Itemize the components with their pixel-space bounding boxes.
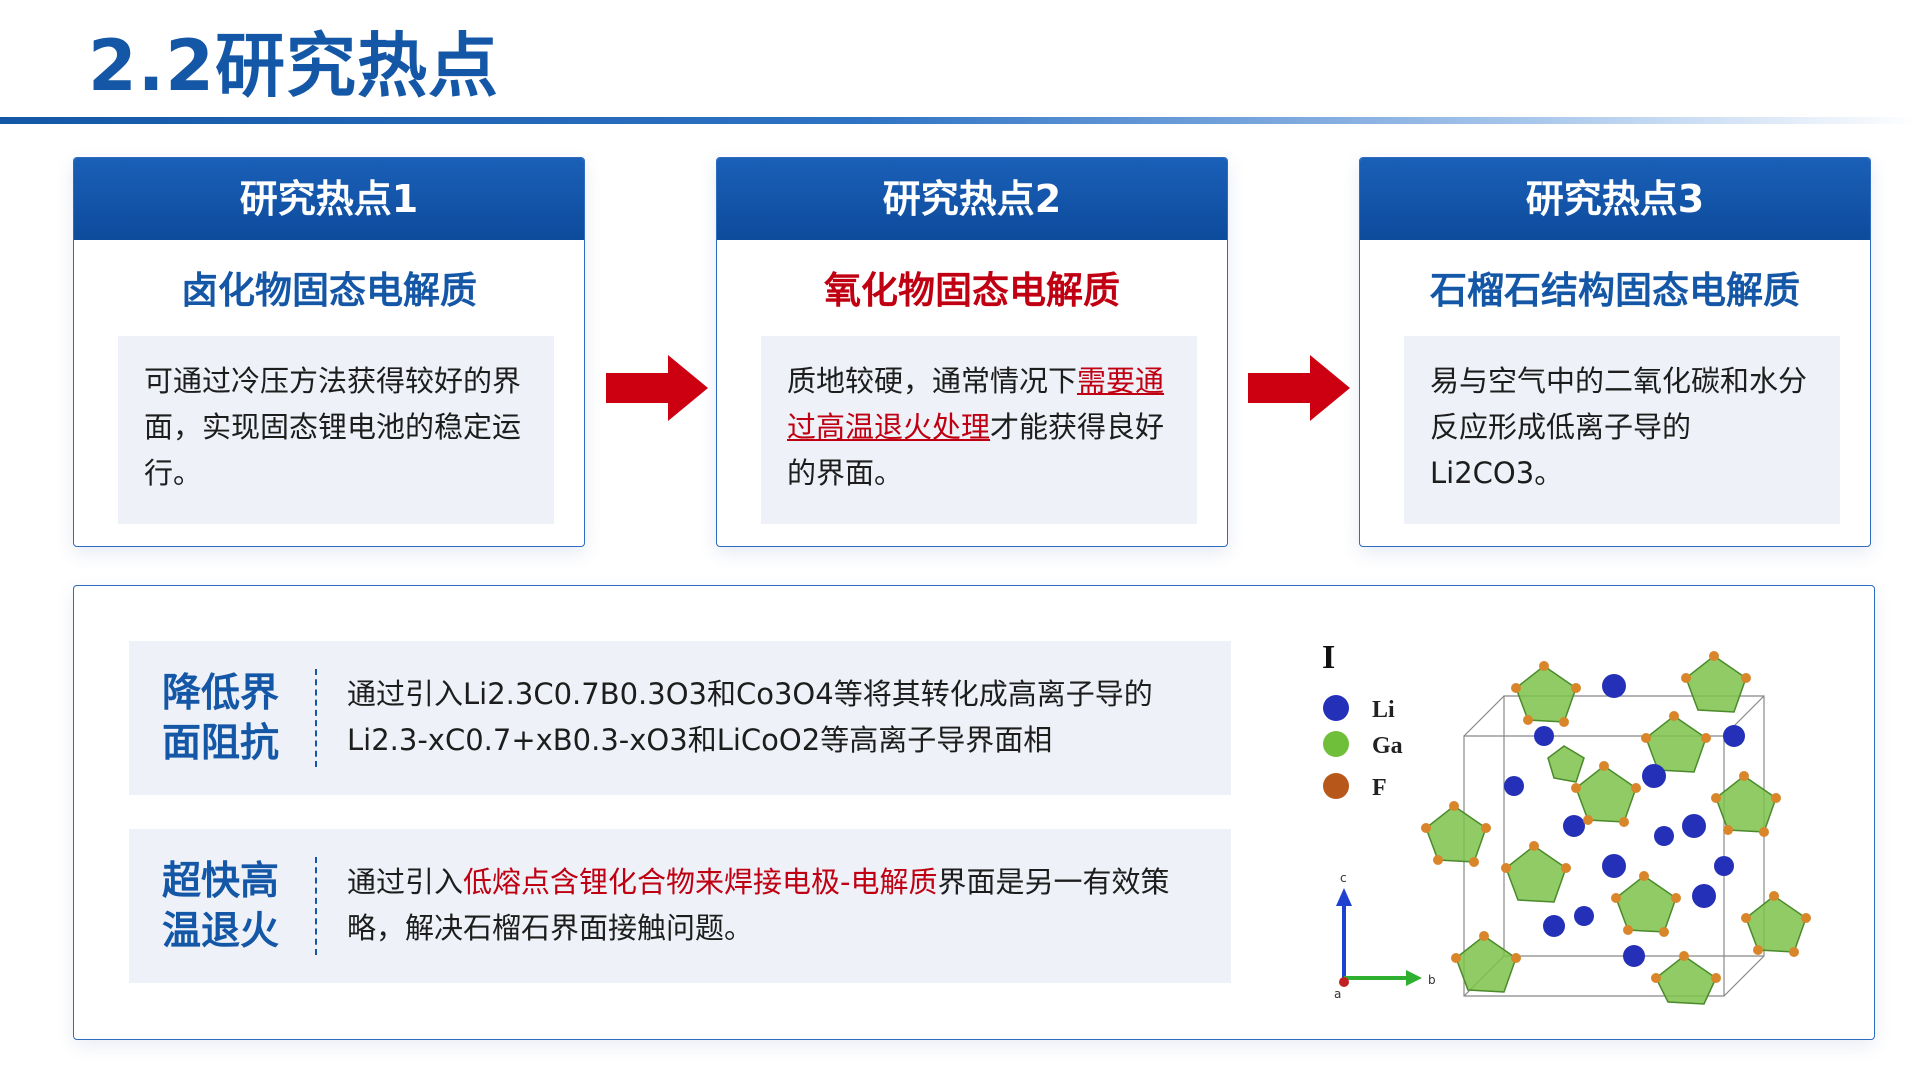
method-text: 通过引入Li2.3C0.7B0.3O3和Co3O4等将其转化成高离子导的Li2.… xyxy=(347,677,1153,757)
card-text: 可通过冷压方法获得较好的界面，实现固态锂电池的稳定运行。 xyxy=(118,336,554,524)
right-arrow-icon xyxy=(1248,355,1350,421)
hotspot-card-2: 研究热点2 氧化物固态电解质 质地较硬，通常情况下需要通过高温退火处理才能获得良… xyxy=(716,157,1228,547)
card-subtitle: 氧化物固态电解质 xyxy=(824,269,1120,312)
axis-label: c xyxy=(1340,871,1347,885)
card-header: 研究热点2 xyxy=(717,158,1227,240)
method-label: 超快高温退火 xyxy=(162,859,280,954)
card-header: 研究热点3 xyxy=(1360,158,1870,240)
card-text-part: 质地较硬，通常情况下 xyxy=(787,364,1078,398)
card-text-highlight: 需要通过高温退火处理 xyxy=(787,364,1165,444)
card-text: 质地较硬，通常情况下需要通过高温退火处理才能获得良好的界面。 xyxy=(761,336,1197,524)
dashed-divider xyxy=(315,669,317,767)
axis-label: b xyxy=(1428,973,1436,987)
legend-label: Li xyxy=(1372,697,1395,723)
title-divider xyxy=(0,117,1920,124)
method-text-part: 界面是另一有效策略，解决石榴石界面接触问题。 xyxy=(347,865,1170,945)
method-row: 超快高温退火 通过引入低熔点含锂化合物来焊接电极-电解质界面是另一有效策略，解决… xyxy=(129,829,1231,983)
card-subtitle: 石榴石结构固态电解质 xyxy=(1430,269,1800,312)
right-arrow-icon xyxy=(606,355,708,421)
card-subtitle: 卤化物固态电解质 xyxy=(181,269,477,312)
card-text-part: 才能获得良好的界面。 xyxy=(787,410,1165,490)
method-text: 通过引入低熔点含锂化合物来焊接电极-电解质界面是另一有效策略，解决石榴石界面接触… xyxy=(347,859,1207,951)
page-title: 2.2研究热点 xyxy=(88,25,500,107)
method-text-part: 通过引入 xyxy=(347,865,464,899)
structure-legend: Li Ga F xyxy=(1323,695,1403,801)
legend-label: Ga xyxy=(1372,733,1403,759)
method-row: 降低界面阻抗 通过引入Li2.3C0.7B0.3O3和Co3O4等将其转化成高离… xyxy=(129,641,1231,795)
card-header: 研究热点1 xyxy=(74,158,584,240)
card-text: 易与空气中的二氧化碳和水分反应形成低离子导的Li2CO3。 xyxy=(1404,336,1840,524)
dashed-divider xyxy=(315,857,317,955)
unit-cell xyxy=(1421,651,1811,1005)
legend-label: F xyxy=(1372,775,1387,801)
method-label: 降低界面阻抗 xyxy=(162,671,280,766)
methods-panel: 降低界面阻抗 通过引入Li2.3C0.7B0.3O3和Co3O4等将其转化成高离… xyxy=(73,585,1875,1040)
crystal-structure-image: I Li Ga F c b a xyxy=(1322,639,1811,1005)
method-text-highlight: 低熔点含锂化合物来焊接电极-电解质 xyxy=(463,865,938,899)
axis-triad: c b a xyxy=(1334,871,1436,1001)
axis-label: a xyxy=(1334,987,1341,1001)
hotspot-card-3: 研究热点3 石榴石结构固态电解质 易与空气中的二氧化碳和水分反应形成低离子导的L… xyxy=(1359,157,1871,547)
hotspot-card-1: 研究热点1 卤化物固态电解质 可通过冷压方法获得较好的界面，实现固态锂电池的稳定… xyxy=(73,157,585,547)
panel-mark: I xyxy=(1322,639,1335,676)
